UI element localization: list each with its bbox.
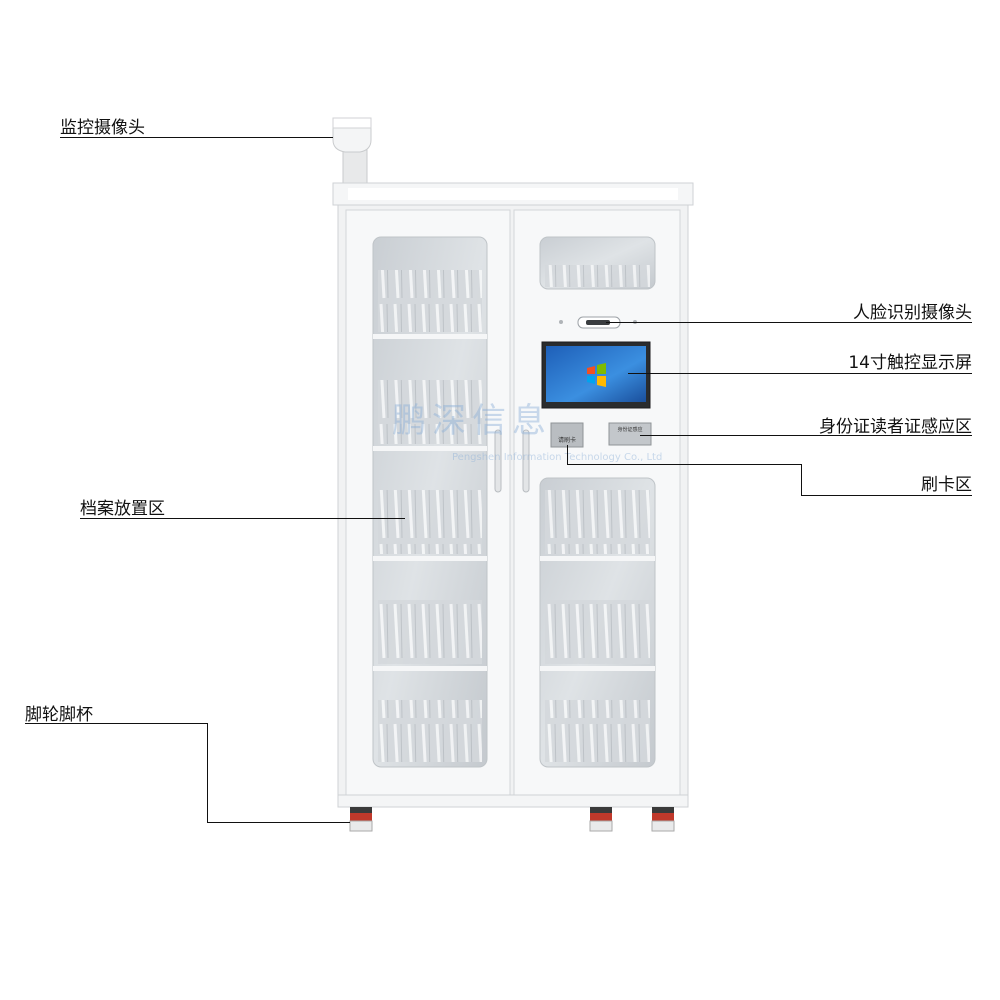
leader-line-casters-v: [207, 723, 208, 822]
leader-line-casters-h1: [25, 723, 207, 724]
card-reader-text: 请刷卡: [558, 436, 576, 444]
label-casters: 脚轮脚杯: [25, 705, 93, 725]
leader-line-touch-screen: [628, 373, 972, 374]
leader-line-casters-h2: [207, 822, 350, 823]
left-door: [345, 209, 511, 796]
leader-line-card-area-h2: [801, 495, 972, 496]
cabinet-base: [337, 794, 689, 808]
leader-line-archive-area: [80, 518, 405, 519]
caster-left: [349, 807, 373, 832]
leader-line-card-area-v2: [801, 464, 802, 495]
label-id-reader: 身份证读者证感应区: [819, 417, 972, 437]
leader-line-face-camera: [606, 322, 972, 323]
leader-line-card-area-h1: [567, 464, 801, 465]
leader-line-monitoring-camera: [60, 137, 333, 138]
caster-right: [651, 807, 675, 832]
label-touch-screen: 14寸触控显示屏: [848, 353, 972, 373]
label-monitoring-camera: 监控摄像头: [60, 118, 145, 138]
card-reader-panel: [550, 422, 584, 448]
right-door: 请刷卡 身份证感应: [513, 209, 681, 796]
label-archive-area: 档案放置区: [80, 499, 165, 519]
id-reader-text: 身份证感应: [617, 426, 642, 433]
label-card-area: 刷卡区: [921, 475, 972, 495]
label-face-camera: 人脸识别摄像头: [853, 303, 972, 323]
windows-logo-icon: [587, 363, 606, 387]
leader-line-id-reader: [640, 435, 972, 436]
caster-middle: [589, 807, 613, 832]
leader-line-card-area-v1: [567, 445, 568, 464]
monitoring-camera: [332, 117, 372, 185]
id-reader-panel: [608, 422, 652, 446]
